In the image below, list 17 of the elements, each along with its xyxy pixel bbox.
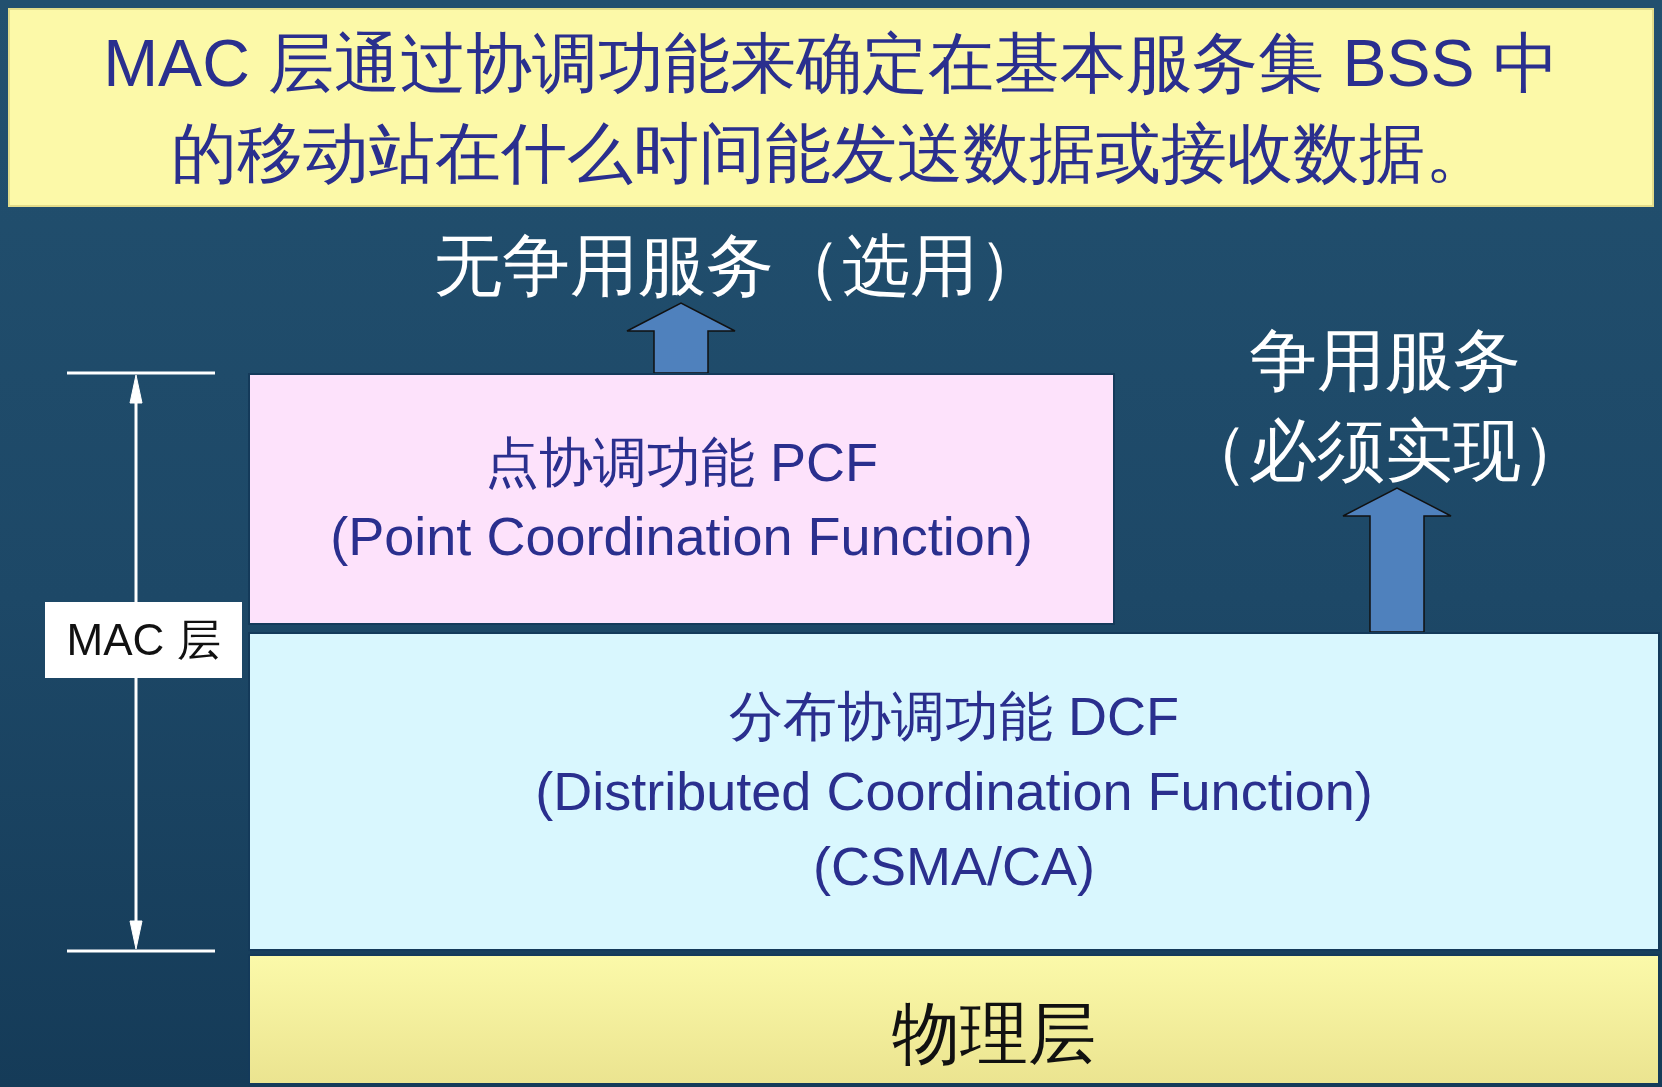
slide-title: MAC 层通过协调功能来确定在基本服务集 BSS 中的移动站在什么时间能发送数据或接收数据。 (102, 24, 1560, 192)
layer-name: 分布协调功能 DCF (729, 685, 1179, 748)
block-arrow (1342, 487, 1452, 633)
block-arrow (626, 302, 736, 374)
label-tag (45, 602, 242, 678)
service-label: 无争用服务（选用） (434, 228, 1046, 303)
service-note: （必须实现） (1181, 413, 1589, 488)
layer-box (248, 954, 1660, 1085)
layer-full-name: (Point Coordination Function) (330, 505, 1033, 568)
layer-box (248, 373, 1115, 625)
dimension-label: MAC 层 (66, 615, 221, 665)
service-label: 争用服务 (1249, 323, 1521, 398)
layer-name: 物理层 (892, 994, 1096, 1071)
layer-full-name: (Distributed Coordination Function) (535, 760, 1373, 823)
layer-box (248, 632, 1660, 951)
protocol-name: (CSMA/CA) (813, 835, 1095, 898)
layer-name: 点协调功能 PCF (485, 431, 878, 494)
